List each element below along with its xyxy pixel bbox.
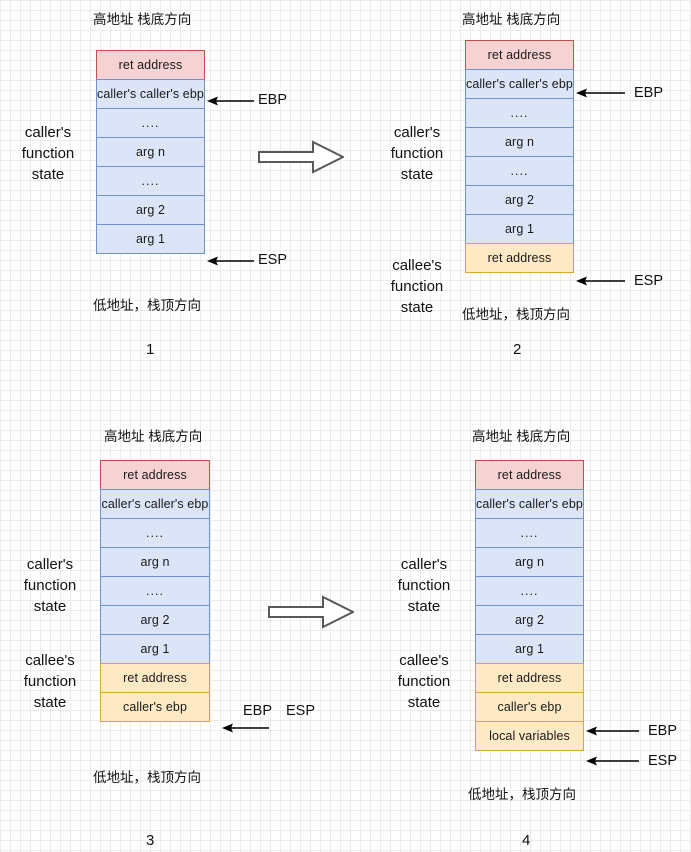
stack-cell: ret address [465,40,574,70]
panel-3-stack: ret address caller's caller's ebp .... a… [100,460,210,722]
panel-4-top-label: 高地址 栈底方向 [472,429,571,444]
panel-3-bottom-label: 低地址，栈顶方向 [93,770,201,785]
panel-3-top-label: 高地址 栈底方向 [104,429,203,444]
stack-cell: caller's ebp [100,692,210,722]
panel-1-ebp-label: EBP [258,92,288,108]
panel-2-stack: ret address caller's caller's ebp .... a… [465,40,574,273]
stack-cell: caller's ebp [475,692,584,722]
panel-2-bottom-label: 低地址，栈顶方向 [462,307,570,322]
stack-cell: ret address [475,460,584,490]
panel-2-ebp-arrow [576,88,625,98]
panel-2-top-label: 高地址 栈底方向 [462,12,561,27]
stack-cell: arg 1 [465,214,574,244]
panel-2-side-label-caller: caller's function state [390,124,444,183]
stack-cell: arg 1 [96,224,205,254]
stack-cell: caller's caller's ebp [96,79,205,109]
panel-4-bottom-label: 低地址，栈顶方向 [468,787,576,802]
panel-4-esp-label: ESP [648,753,678,769]
panel-4-esp-arrow [586,756,639,766]
panel-4-ebp-label: EBP [648,723,678,739]
panel-3-number: 3 [146,832,155,849]
panel-4-ebp-arrow [586,726,639,736]
panel-3-side-label-callee: callee's function state [23,652,77,711]
transition-arrow-3-4 [268,595,354,629]
panel-2-side-label-callee: callee's function state [390,257,444,316]
panel-4-number: 4 [522,832,531,849]
panel-2-ebp-label: EBP [634,85,664,101]
stack-cell: .... [96,108,205,138]
transition-arrow-1-2 [258,140,344,174]
stack-cell: arg 2 [100,605,210,635]
panel-2-number: 2 [513,341,522,358]
panel-1-esp-arrow [207,256,254,266]
stack-cell: local variables [475,721,584,751]
stack-cell: .... [475,576,584,606]
panel-3-esp-label: ESP [286,703,316,719]
panel-1-ebp-arrow [207,96,254,106]
stack-cell: arg 2 [96,195,205,225]
stack-cell: ret address [465,243,574,273]
panel-3-ebp-esp-arrow [222,723,269,733]
stack-cell: arg n [96,137,205,167]
panel-1-bottom-label: 低地址，栈顶方向 [93,298,201,313]
panel-4-side-label-caller: caller's function state [397,556,451,615]
stack-cell: arg 2 [465,185,574,215]
stack-cell: .... [465,98,574,128]
stack-cell: .... [475,518,584,548]
panel-1-number: 1 [146,341,155,358]
stack-cell: arg 2 [475,605,584,635]
stack-cell: arg 1 [100,634,210,664]
panel-1-top-label: 高地址 栈底方向 [93,12,192,27]
panel-1-stack: ret address caller's caller's ebp .... a… [96,50,205,254]
stack-cell: caller's caller's ebp [465,69,574,99]
panel-2-esp-label: ESP [634,273,664,289]
stack-cell: arg 1 [475,634,584,664]
stack-cell: arg n [475,547,584,577]
panel-4-side-label-callee: callee's function state [397,652,451,711]
panel-1-side-label-caller: caller's function state [21,124,75,183]
stack-cell: .... [100,518,210,548]
stack-cell: arg n [100,547,210,577]
stack-cell: ret address [96,50,205,80]
stack-cell: ret address [100,460,210,490]
panel-2-esp-arrow [576,276,625,286]
stack-cell: ret address [475,663,584,693]
stack-cell: arg n [465,127,574,157]
panel-3-ebp-label: EBP [243,703,273,719]
stack-cell: .... [100,576,210,606]
stack-cell: caller's caller's ebp [100,489,210,519]
stack-cell: .... [465,156,574,186]
stack-cell: caller's caller's ebp [475,489,584,519]
panel-4-stack: ret address caller's caller's ebp .... a… [475,460,584,751]
stack-cell: ret address [100,663,210,693]
panel-3-side-label-caller: caller's function state [23,556,77,615]
stack-cell: .... [96,166,205,196]
panel-1-esp-label: ESP [258,252,288,268]
